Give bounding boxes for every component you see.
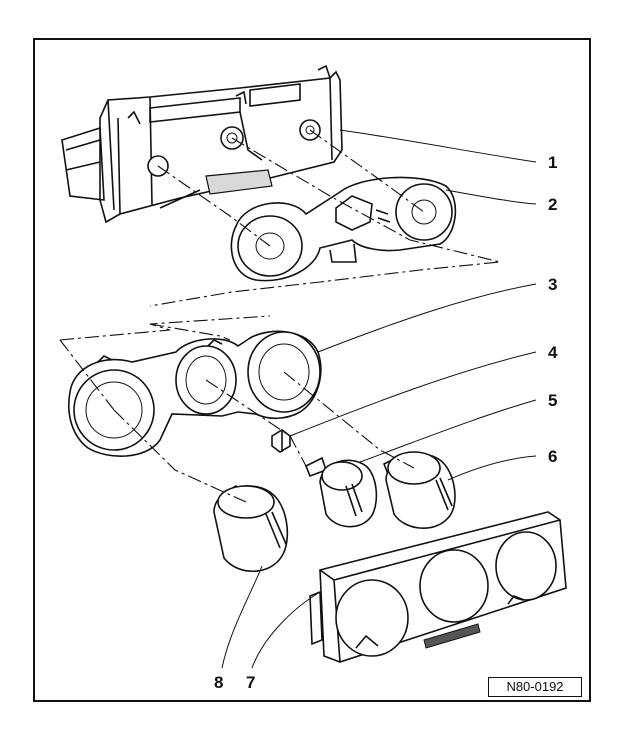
- part-5-knob: [304, 456, 378, 528]
- callout-3: 3: [548, 275, 558, 294]
- callout-1: 1: [548, 153, 558, 172]
- callout-7: 7: [246, 673, 256, 692]
- callout-6: 6: [548, 447, 558, 466]
- callout-4: 4: [548, 343, 558, 362]
- callout-8: 8: [214, 673, 224, 692]
- part-4-shaft-holder: [271, 429, 291, 453]
- part-7-face-panel: [309, 511, 567, 663]
- part-6-knob: [382, 451, 456, 529]
- diagram-frame: [33, 38, 591, 702]
- callout-5: 5: [548, 391, 558, 410]
- part-1-control-housing: [61, 64, 343, 224]
- part-2-rear-bezel: [230, 176, 457, 282]
- figure-reference-number: N80-0192: [488, 677, 582, 697]
- part-3-front-bezel: [68, 330, 322, 457]
- callout-2: 2: [548, 195, 558, 214]
- part-8-knob: [213, 484, 289, 572]
- leader-lines: [221, 129, 537, 669]
